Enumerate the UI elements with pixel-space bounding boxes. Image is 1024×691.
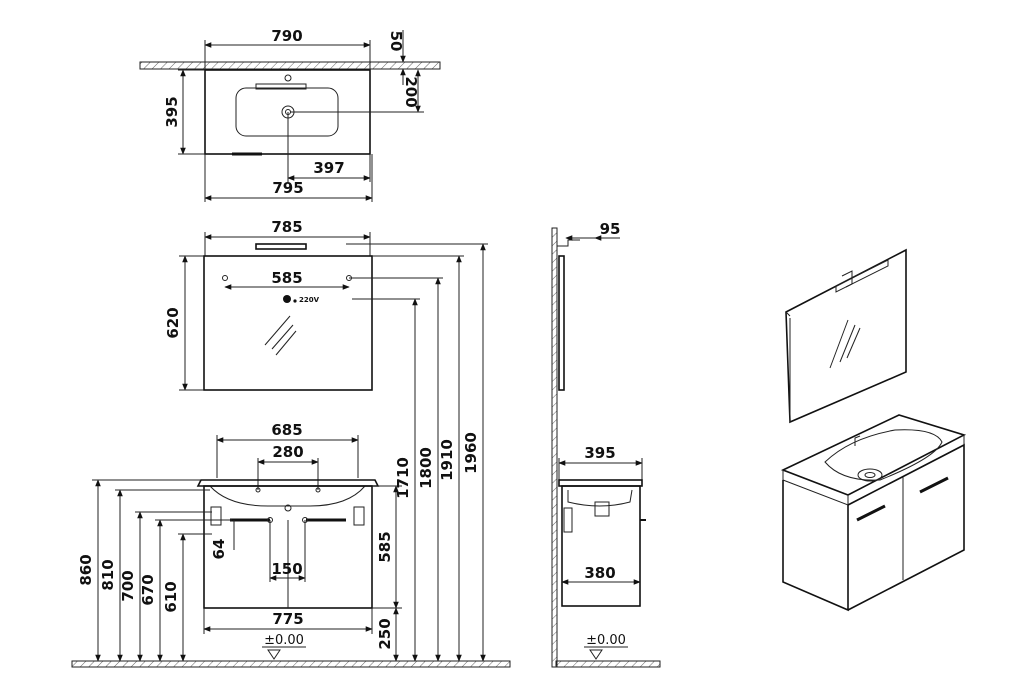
dim-775: 775 bbox=[272, 610, 303, 628]
screw-left-icon bbox=[222, 275, 228, 281]
basin-bowl-front bbox=[209, 485, 366, 507]
floor-line bbox=[71, 660, 661, 668]
bracket-left-icon bbox=[210, 506, 222, 526]
dim-785: 785 bbox=[271, 218, 302, 236]
dim-250: 250 bbox=[376, 618, 394, 649]
perspective-lamp bbox=[835, 259, 889, 293]
dim-685: 685 bbox=[271, 421, 302, 439]
dim-790: 790 bbox=[271, 27, 302, 45]
mirror-view: 785 585 220V 620 bbox=[164, 218, 373, 391]
dim-200: 200 bbox=[402, 76, 420, 107]
side-basin bbox=[567, 489, 633, 507]
dim-1910: 1910 bbox=[438, 439, 456, 481]
dim-610: 610 bbox=[162, 581, 180, 612]
side-lamp bbox=[557, 239, 580, 247]
height-dimensions: 860 810 700 670 610 1710 1800 1910 1960 bbox=[77, 243, 488, 662]
socket-icon bbox=[283, 295, 291, 303]
dim-380: 380 bbox=[584, 564, 615, 582]
side-floor-level-label: ±0.00 bbox=[586, 633, 626, 648]
dim-860: 860 bbox=[77, 554, 95, 585]
dim-585-cabinet: 585 bbox=[376, 531, 394, 562]
floor-level-label: ±0.00 bbox=[264, 633, 304, 648]
dim-150: 150 bbox=[271, 560, 302, 578]
dim-810: 810 bbox=[99, 559, 117, 590]
dim-1960: 1960 bbox=[462, 432, 480, 474]
dim-280: 280 bbox=[272, 443, 303, 461]
top-tap bbox=[255, 83, 307, 90]
top-view: 790 50 200 395 397 795 bbox=[139, 27, 441, 202]
cabinet-view: 685 280 64 150 775 bbox=[196, 421, 402, 662]
perspective-view bbox=[780, 248, 967, 612]
power-label: 220V bbox=[299, 296, 320, 304]
dim-397: 397 bbox=[313, 159, 344, 177]
perspective-cabinet-side bbox=[782, 480, 849, 612]
dim-95: 95 bbox=[600, 220, 621, 238]
floor-marker-icon bbox=[267, 649, 281, 660]
dim-395-side: 395 bbox=[584, 444, 615, 462]
dim-1800: 1800 bbox=[417, 447, 435, 489]
dim-700: 700 bbox=[119, 570, 137, 601]
countertop bbox=[196, 479, 380, 487]
side-cabinet bbox=[561, 485, 641, 607]
dim-670: 670 bbox=[139, 574, 157, 605]
dim-64: 64 bbox=[210, 539, 228, 560]
top-wall-hatch bbox=[139, 61, 441, 70]
perspective-cabinet-front bbox=[847, 443, 965, 611]
side-mirror bbox=[558, 255, 565, 391]
side-countertop bbox=[558, 479, 643, 487]
dim-585-mirror: 585 bbox=[271, 269, 302, 287]
dim-50: 50 bbox=[387, 31, 405, 52]
side-view: 95 395 380 ±0.00 bbox=[551, 220, 646, 668]
dim-795: 795 bbox=[272, 179, 303, 197]
mirror-lamp bbox=[255, 243, 307, 250]
side-trap bbox=[594, 501, 610, 517]
dim-395-top: 395 bbox=[163, 96, 181, 127]
drain-icon bbox=[284, 504, 292, 512]
dim-1710: 1710 bbox=[394, 457, 412, 499]
perspective-mirror bbox=[785, 248, 907, 424]
side-wall bbox=[551, 227, 558, 668]
mirror-panel bbox=[203, 255, 373, 391]
bracket-right-icon bbox=[353, 506, 365, 526]
dim-620: 620 bbox=[164, 307, 182, 338]
side-floor-marker-icon bbox=[589, 649, 603, 660]
